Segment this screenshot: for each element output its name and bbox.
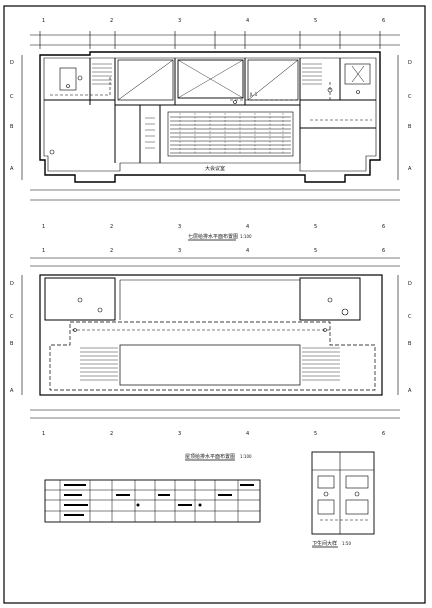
auditorium-seating	[145, 111, 294, 157]
svg-text:1: 1	[42, 224, 45, 230]
svg-text:2: 2	[110, 431, 113, 437]
roof-grid-letters: D C B A D C B A	[10, 281, 412, 394]
roof-grid-numbers-bottom: 1 2 3 4 5 6	[42, 431, 385, 437]
svg-text:C: C	[408, 314, 412, 320]
riser-symbols	[49, 75, 360, 155]
svg-text:1: 1	[42, 431, 45, 437]
svg-text:5: 5	[314, 248, 317, 254]
grid-letters-left: D C B A	[10, 60, 14, 172]
grid-numbers-top: 1 2 3 4 5 6	[42, 18, 385, 24]
grid-letters-right: D C B A	[408, 60, 412, 172]
svg-text:C: C	[10, 94, 14, 100]
svg-text:4: 4	[246, 248, 249, 254]
svg-text:3: 3	[178, 224, 181, 230]
svg-text:屋顶给排水平面布置图: 屋顶给排水平面布置图	[185, 453, 235, 460]
svg-text:6: 6	[382, 18, 385, 24]
detail-scale: 1:50	[342, 541, 351, 546]
svg-text:B: B	[408, 124, 412, 130]
svg-text:A: A	[10, 388, 14, 394]
svg-text:A: A	[408, 166, 412, 172]
svg-text:3: 3	[178, 248, 181, 254]
svg-text:1: 1	[42, 248, 45, 254]
svg-text:1:100: 1:100	[240, 454, 252, 459]
svg-text:3: 3	[178, 18, 181, 24]
svg-text:6: 6	[382, 248, 385, 254]
svg-text:1: 1	[42, 18, 45, 24]
svg-text:C: C	[10, 314, 14, 320]
sheet-frame	[3, 5, 426, 604]
detail-title: 卫生间大样	[312, 540, 337, 547]
svg-text:七层给排水平面布置图: 七层给排水平面布置图	[188, 233, 238, 240]
svg-text:B: B	[10, 124, 14, 130]
svg-text:C: C	[408, 94, 412, 100]
svg-text:A: A	[10, 166, 14, 172]
svg-text:D: D	[408, 60, 412, 66]
svg-text:D: D	[10, 281, 14, 287]
roof-drainage-slopes	[80, 347, 340, 381]
building-outline	[39, 51, 381, 183]
grid-numbers-bottom: 1 2 3 4 5 6	[42, 224, 385, 230]
upper-plan-title: 七层给排水平面布置图 1:100	[188, 233, 252, 241]
svg-text:1:100: 1:100	[240, 234, 252, 239]
svg-text:D: D	[10, 60, 14, 66]
svg-text:6: 6	[382, 224, 385, 230]
svg-text:6: 6	[382, 431, 385, 437]
svg-text:3: 3	[178, 431, 181, 437]
drain-pipes	[50, 75, 372, 121]
roof-outline	[39, 274, 383, 396]
upper-floor-plan: 1 2 3 4 5 6	[10, 18, 412, 230]
svg-text:5: 5	[314, 431, 317, 437]
svg-text:B: B	[10, 341, 14, 347]
room-label: 大会议室	[205, 165, 225, 172]
svg-text:5: 5	[314, 224, 317, 230]
toilet-detail: 卫生间大样 1:50	[311, 451, 375, 548]
svg-text:A: A	[408, 388, 412, 394]
svg-text:B: B	[408, 341, 412, 347]
roof-plan: 1 2 3 4 5 6	[10, 248, 412, 437]
legend-table	[44, 479, 261, 523]
svg-text:5: 5	[314, 18, 317, 24]
svg-text:4: 4	[246, 224, 249, 230]
roof-grid-numbers-top: 1 2 3 4 5 6	[42, 248, 385, 254]
svg-text:4: 4	[246, 18, 249, 24]
svg-text:2: 2	[110, 18, 113, 24]
svg-text:4: 4	[246, 431, 249, 437]
svg-text:2: 2	[110, 248, 113, 254]
fixture-label: JL-1	[249, 92, 258, 97]
roof-plan-title: 屋顶给排水平面布置图 1:100	[185, 453, 252, 461]
svg-text:D: D	[408, 281, 412, 287]
svg-text:2: 2	[110, 224, 113, 230]
